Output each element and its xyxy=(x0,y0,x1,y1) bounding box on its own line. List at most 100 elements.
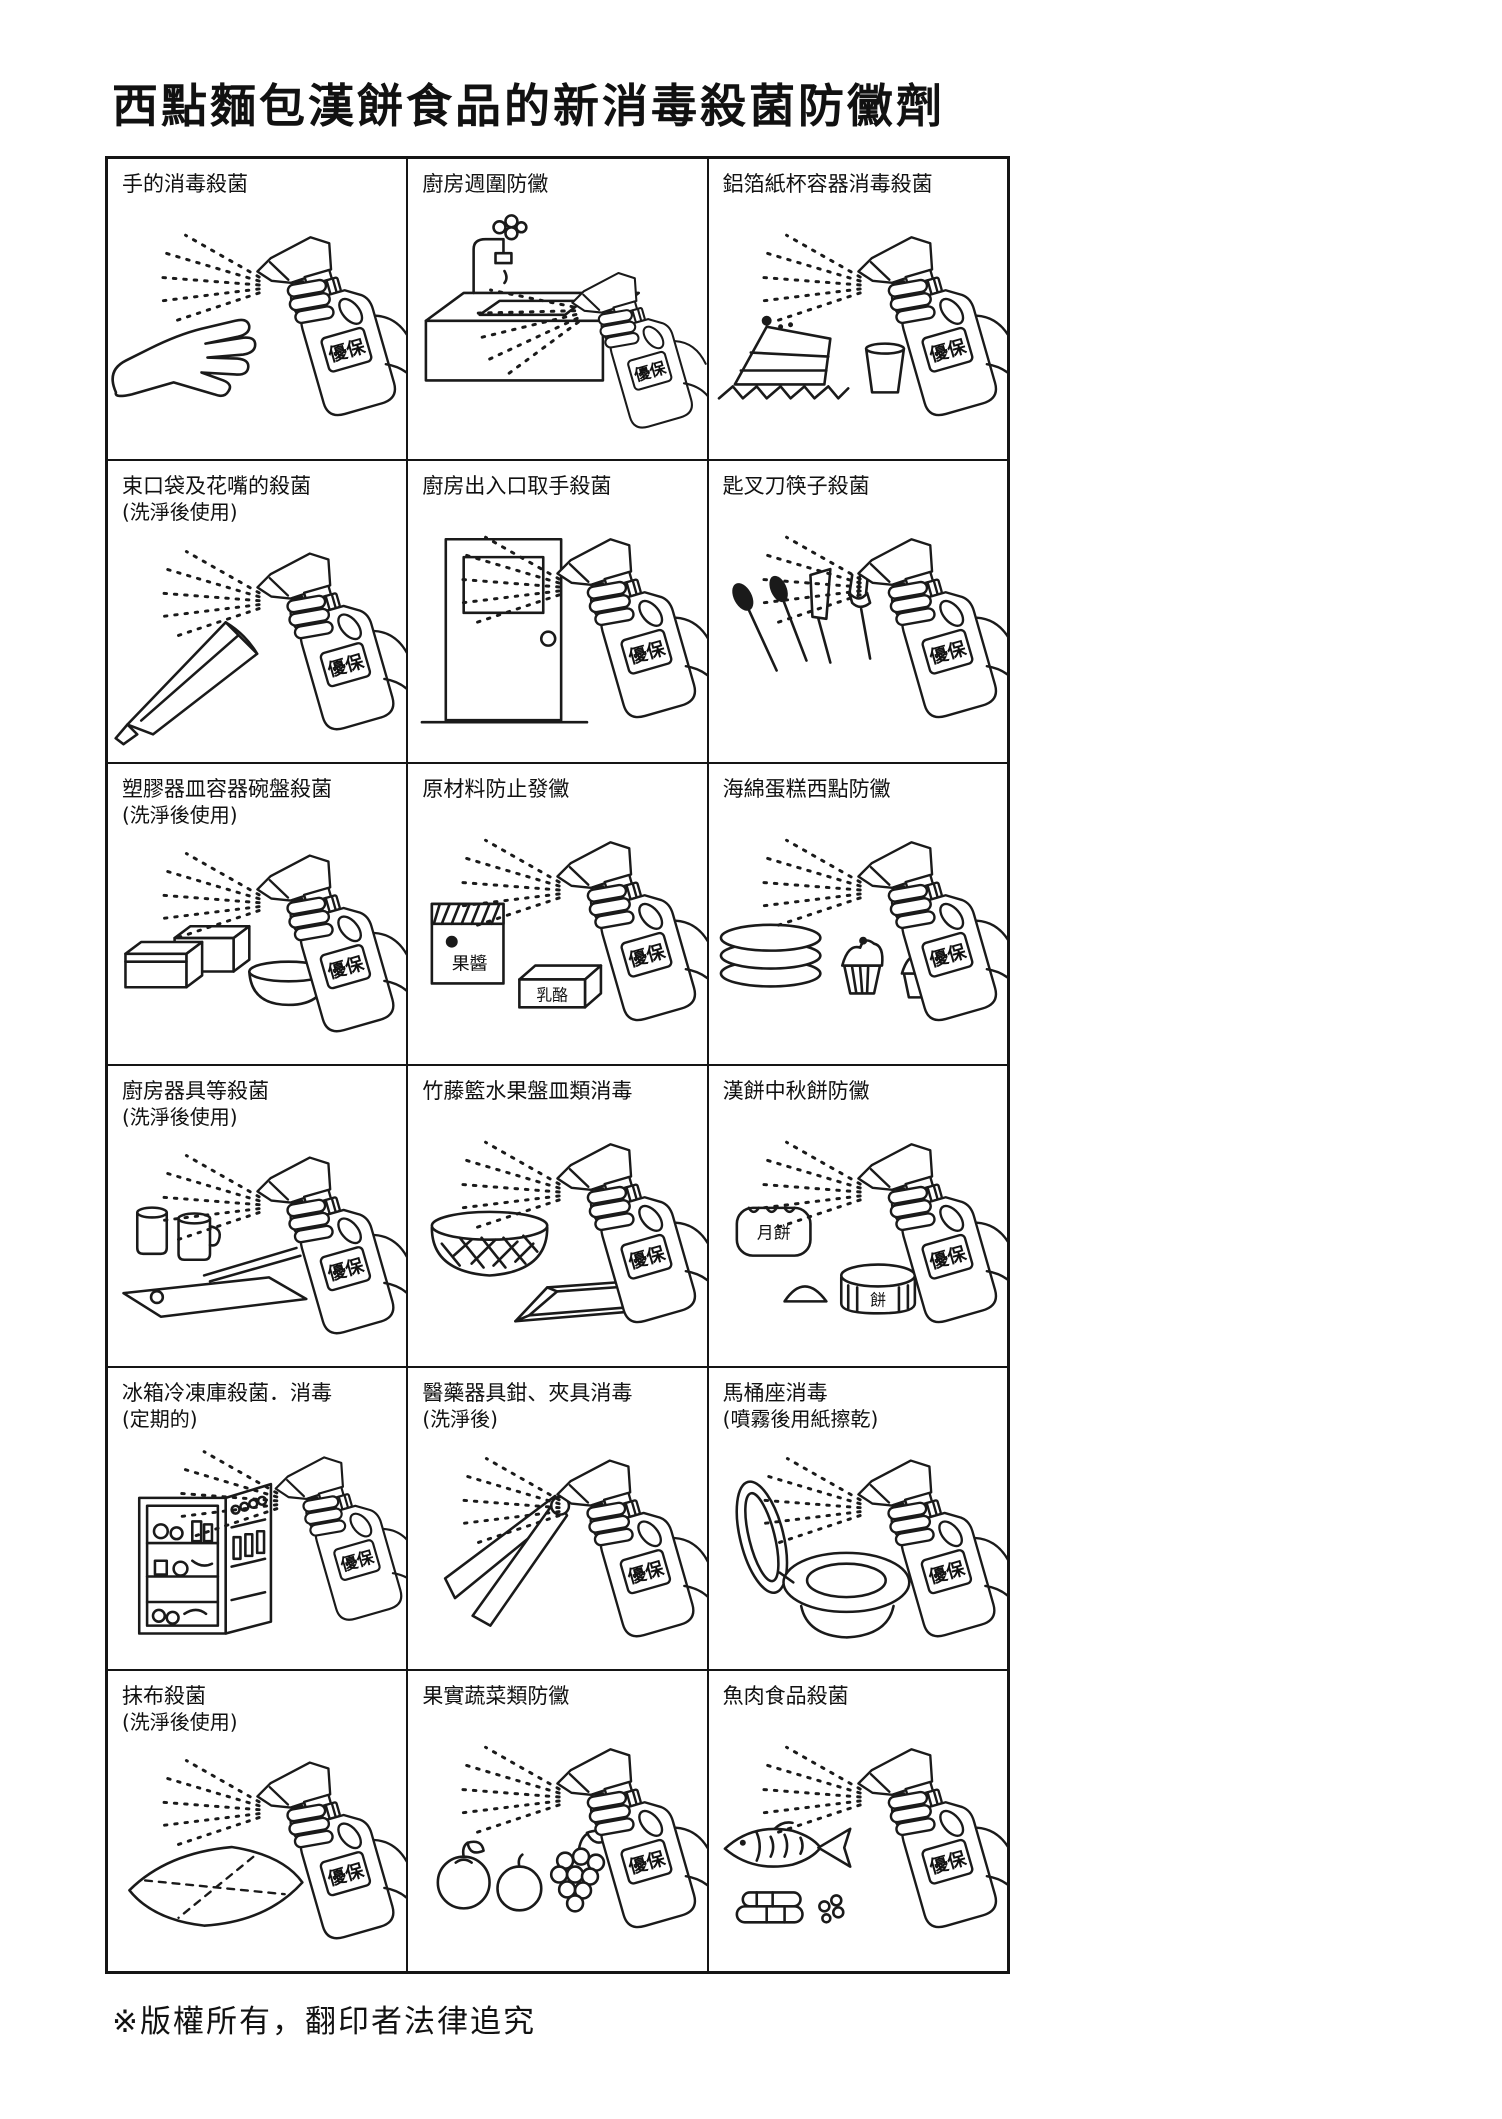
cell-caption: 廚房週圍防黴 xyxy=(408,159,706,198)
cell-caption-text: 冰箱冷凍庫殺菌．消毒 xyxy=(122,1381,332,1406)
spray-bottle-icon xyxy=(851,1440,1007,1649)
cell-caption-text: 廚房週圍防黴 xyxy=(422,172,549,196)
cell-illustration xyxy=(420,519,707,730)
cell-caption: 束口袋及花嘴的殺菌 (洗淨後使用) xyxy=(108,461,406,525)
cell-caption: 鋁箔紙杯容器消毒殺菌 xyxy=(709,159,1007,198)
cake-foil-cup-illustration xyxy=(717,315,905,400)
spray-mist-icon xyxy=(754,233,862,323)
usage-cell-basket: 竹藤籃水果盤皿類消毒 xyxy=(408,1066,707,1367)
usage-cell-hands: 手的消毒殺菌 xyxy=(108,159,407,460)
cell-caption-text: 手的消毒殺菌 xyxy=(122,172,248,196)
usage-cell-medical-tools: 醫藥器具鉗、夾具消毒 (洗淨後) xyxy=(408,1368,707,1669)
cell-caption-text: 匙叉刀筷子殺菌 xyxy=(722,474,870,499)
cell-caption-text: 竹藤籃水果盤皿類消毒 xyxy=(422,1079,633,1103)
cell-caption: 匙叉刀筷子殺菌 xyxy=(709,461,1007,500)
cell-illustration xyxy=(122,1138,407,1347)
cell-caption: 魚肉食品殺菌 xyxy=(709,1671,1007,1710)
cell-caption: 廚房器具等殺菌 (洗淨後使用) xyxy=(108,1066,406,1130)
usage-cell-fish: 魚肉食品殺菌 xyxy=(708,1670,1007,1971)
cell-illustration xyxy=(731,519,1007,730)
cell-caption: 塑膠器皿容器碗盤殺菌 (洗淨後使用) xyxy=(108,764,406,828)
usage-cell-sponge-cake: 海綿蛋糕西點防黴 xyxy=(708,763,1007,1064)
cutlery-illustration xyxy=(731,567,872,673)
usage-cell-kitchen-tools: 廚房器具等殺菌 (洗淨後使用) xyxy=(108,1066,407,1367)
cell-caption-note: (洗淨後使用) xyxy=(122,802,238,827)
spray-mist-icon xyxy=(754,838,862,927)
cell-caption-text: 漢餅中秋餅防黴 xyxy=(722,1079,870,1103)
cell-caption: 抹布殺菌 (洗淨後使用) xyxy=(108,1671,406,1735)
mooncake-illustration: 月餅 餅 xyxy=(735,1206,916,1315)
usage-cell-mooncake: 漢餅中秋餅防黴 月餅 餅 xyxy=(708,1066,1007,1367)
box-label-jam: 果醬 xyxy=(452,953,488,974)
box-label-cheese: 乳酪 xyxy=(537,985,569,1004)
cell-illustration: 月餅 餅 xyxy=(735,1124,1007,1335)
cell-caption-text: 廚房器具等殺菌 xyxy=(122,1079,269,1103)
cell-caption-text: 塑膠器皿容器碗盤殺菌 xyxy=(122,776,332,801)
door-illustration xyxy=(420,538,589,724)
cell-caption: 廚房出入口取手殺菌 xyxy=(408,461,706,500)
usage-grid: 手的消毒殺菌 廚房週圍防黴 xyxy=(105,156,1010,1974)
spray-bottle-icon xyxy=(851,519,1007,730)
spray-bottle-icon xyxy=(251,533,407,742)
cell-caption: 醫藥器具鉗、夾具消毒 (洗淨後) xyxy=(408,1368,706,1432)
cell-caption: 漢餅中秋餅防黴 xyxy=(709,1066,1007,1105)
tongs-illustration xyxy=(444,1494,571,1627)
cell-illustration xyxy=(124,836,407,1044)
cell-caption: 冰箱冷凍庫殺菌．消毒 (定期的) xyxy=(108,1368,406,1432)
cell-illustration xyxy=(424,213,707,439)
cell-illustration xyxy=(723,1728,1007,1940)
mooncake-label: 月餅 xyxy=(756,1223,790,1243)
cell-illustration xyxy=(719,821,1007,1033)
usage-cell-piping-bag: 束口袋及花嘴的殺菌 (洗淨後使用) xyxy=(108,461,407,762)
fruits-illustration xyxy=(436,1829,611,1913)
cell-illustration xyxy=(128,1743,407,1951)
cell-caption-note: (洗淨後使用) xyxy=(122,500,238,525)
page-title: 西點麵包漢餅食品的新消毒殺菌防黴劑 xyxy=(112,79,945,133)
cloth-illustration xyxy=(128,1845,304,1928)
piping-bag-illustration xyxy=(114,620,259,746)
spray-mist-icon xyxy=(154,233,261,323)
cell-caption-note: (噴霧後用紙擦乾) xyxy=(722,1407,879,1432)
cell-illustration: 果醬 乳酪 xyxy=(430,821,707,1033)
usage-cell-cloth: 抹布殺菌 (洗淨後使用) xyxy=(108,1670,407,1971)
usage-cell-ingredients: 原材料防止發黴 果醬 乳酪 xyxy=(408,763,707,1064)
cell-caption-note: (洗淨後使用) xyxy=(122,1104,238,1129)
spray-bottle-icon xyxy=(551,519,707,730)
usage-cell-door: 廚房出入口取手殺菌 xyxy=(408,461,707,762)
toilet-illustration xyxy=(735,1480,911,1639)
cell-caption-text: 原材料防止發黴 xyxy=(422,776,570,801)
cell-caption-text: 醫藥器具鉗、夾具消毒 xyxy=(422,1381,633,1406)
cell-caption-note: (洗淨後使用) xyxy=(122,1709,238,1734)
hand-illustration xyxy=(111,318,257,398)
sponge-cake-illustration xyxy=(719,923,939,999)
cell-illustration xyxy=(444,1440,707,1649)
usage-cell-fruits: 果實蔬菜類防黴 xyxy=(408,1670,707,1971)
spray-bottle-icon xyxy=(851,1728,1007,1940)
cell-caption-text: 馬桶座消毒 xyxy=(722,1381,828,1406)
cell-illustration xyxy=(111,217,407,428)
spray-bottle-icon xyxy=(851,217,1007,428)
spray-bottle-icon xyxy=(251,217,407,428)
cell-caption-text: 鋁箔紙杯容器消毒殺菌 xyxy=(722,172,933,196)
cell-caption-text: 果實蔬菜類防黴 xyxy=(422,1683,570,1708)
usage-cell-cutlery: 匙叉刀筷子殺菌 xyxy=(708,461,1007,762)
spray-mist-icon xyxy=(155,549,261,638)
spray-bottle-icon xyxy=(269,1439,407,1631)
cell-caption-text: 魚肉食品殺菌 xyxy=(722,1683,849,1708)
usage-cell-refrigerator: 冰箱冷凍庫殺菌．消毒 (定期的) xyxy=(108,1368,407,1669)
usage-cell-toilet: 馬桶座消毒 (噴霧後用紙擦乾) xyxy=(708,1368,1007,1669)
cell-illustration xyxy=(430,1124,707,1335)
cell-illustration xyxy=(436,1728,707,1940)
refrigerator-illustration xyxy=(137,1482,273,1635)
cell-caption-text: 廚房出入口取手殺菌 xyxy=(422,474,612,499)
copyright-notice: ※版權所有，翻印者法律追究 xyxy=(112,2004,536,2040)
kitchen-tools-illustration xyxy=(122,1206,308,1319)
cell-caption: 手的消毒殺菌 xyxy=(108,159,406,198)
cell-caption: 竹藤籃水果盤皿類消毒 xyxy=(408,1066,706,1105)
cell-illustration xyxy=(114,533,407,746)
spray-bottle-icon xyxy=(251,836,407,1044)
cell-caption-text: 海綿蛋糕西點防黴 xyxy=(722,776,891,801)
usage-cell-foil-cups: 鋁箔紙杯容器消毒殺菌 xyxy=(708,159,1007,460)
cell-caption-text: 抹布殺菌 xyxy=(122,1683,206,1708)
pastry-box-label: 餅 xyxy=(870,1290,886,1309)
